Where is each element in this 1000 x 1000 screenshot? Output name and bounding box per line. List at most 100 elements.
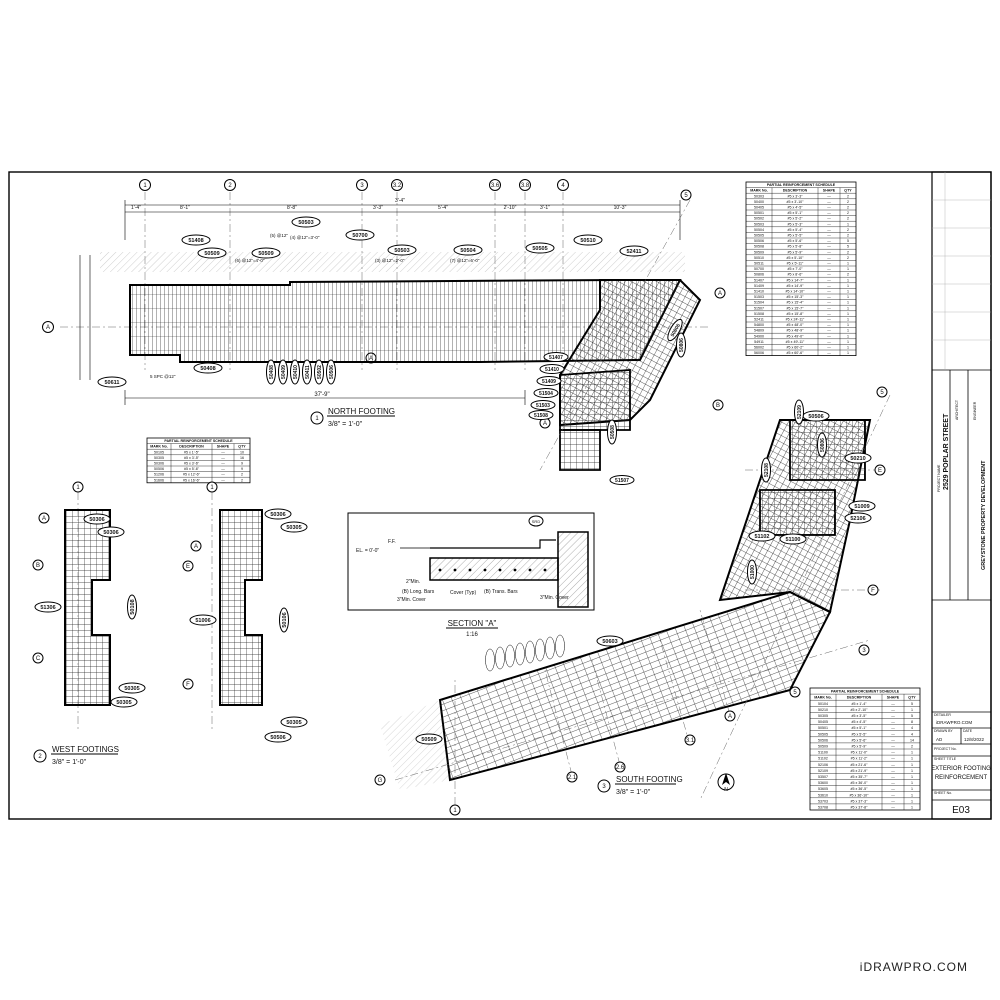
schedule-cell: 1	[847, 295, 849, 299]
svg-text:F.F.: F.F.	[388, 539, 396, 545]
north-arrow-icon: N	[717, 773, 735, 793]
schedule-cell: 1	[847, 329, 849, 333]
svg-text:50504: 50504	[460, 248, 476, 254]
schedule-cell: #5 x 5'-6"	[184, 467, 200, 471]
schedule-cell: #5 x 3'-5"	[852, 714, 868, 718]
schedule-cell: #5 x 21'-6"	[851, 763, 869, 767]
schedule-cell: —	[827, 262, 831, 266]
schedule-cell: —	[891, 793, 895, 797]
svg-text:50305: 50305	[286, 525, 301, 531]
svg-text:50108: 50108	[130, 599, 136, 614]
schedule-cell: 52106	[818, 763, 828, 767]
schedule-cell: 1	[847, 262, 849, 266]
svg-text:50806: 50806	[679, 338, 685, 352]
site-watermark: iDRAWPRO.COM	[859, 960, 968, 974]
schedule-cell: #5 x 5'-11"	[787, 262, 804, 266]
north-footing-plan: 1 2 3 3.2 3.6 3.8 4 A A 5 A B A 1'-4" 8'…	[42, 179, 726, 485]
schedule-cell: 2	[847, 228, 849, 232]
svg-text:3'-3": 3'-3"	[373, 205, 383, 211]
schedule-cell: #5 x 3'-6"	[184, 462, 200, 466]
svg-text:EXTERIOR FOOTING: EXTERIOR FOOTING	[931, 766, 991, 772]
svg-text:50503: 50503	[394, 248, 409, 254]
schedule-cell: 51410	[754, 290, 764, 294]
schedule-cell: #5 x 14'-7"	[787, 278, 805, 282]
schedule-cell: #5 x 4'-5"	[788, 206, 804, 210]
schedule-header: MARK No.	[750, 189, 768, 193]
schedule-cell: —	[827, 295, 831, 299]
schedule-cell: #5 x 36'-10"	[850, 793, 870, 797]
svg-text:3.8: 3.8	[521, 183, 530, 189]
west-footings-title: 2 WEST FOOTINGS 3/8" = 1'-0"	[33, 745, 119, 766]
svg-text:A: A	[42, 516, 46, 522]
svg-text:PROJECT No.: PROJECT No.	[934, 747, 957, 751]
schedule-cell: 2	[241, 478, 243, 482]
svg-text:SHEET No.: SHEET No.	[934, 791, 952, 795]
schedule-cell: #5 x 5'-2"	[788, 217, 804, 221]
north-footing-title: 1 NORTH FOOTING 3/8" = 1'-0"	[310, 407, 395, 428]
svg-text:51409: 51409	[542, 379, 556, 385]
schedule-cell: —	[827, 267, 831, 271]
svg-text:DETAILER: DETAILER	[934, 713, 951, 717]
svg-text:G: G	[378, 778, 383, 784]
schedule-cell: 50503	[754, 222, 764, 226]
svg-text:50408: 50408	[269, 365, 275, 379]
svg-text:SOUTH FOOTING: SOUTH FOOTING	[616, 775, 683, 784]
svg-text:PROJECT NAME: PROJECT NAME	[937, 464, 941, 492]
schedule-cell: 9	[241, 462, 243, 466]
schedule-cell: 1	[911, 763, 913, 767]
schedule-cell: —	[827, 334, 831, 338]
schedule-cell: 53600	[818, 781, 828, 785]
schedule-cell: 2	[911, 745, 913, 749]
schedule-cell: 5	[847, 239, 849, 243]
svg-text:A: A	[46, 325, 50, 331]
schedule-cell: —	[891, 702, 895, 706]
schedule-cell: 1	[847, 267, 849, 271]
schedule-cell: —	[891, 775, 895, 779]
schedule-header: MARK No.	[150, 445, 168, 449]
svg-text:8'-8": 8'-8"	[287, 205, 297, 211]
svg-text:A: A	[728, 714, 732, 720]
svg-text:ENGINEER: ENGINEER	[973, 401, 977, 420]
svg-text:50603: 50603	[602, 639, 617, 645]
schedule-cell: 2	[847, 211, 849, 215]
svg-text:51507: 51507	[615, 478, 629, 484]
svg-text:3/8" = 1'-0": 3/8" = 1'-0"	[328, 421, 363, 428]
svg-text:51006: 51006	[195, 618, 210, 624]
svg-text:1: 1	[143, 183, 147, 189]
schedule-cell: #5 x 5'-6"	[852, 738, 868, 742]
schedule-cell: —	[827, 228, 831, 232]
schedule-cell: 56002	[754, 346, 764, 350]
schedule-cell: 50509	[754, 250, 764, 254]
section-a-detail: F.F. EL. = 0'-0" (B) Long. Bars (B) Tran…	[347, 512, 595, 638]
svg-text:5 SPC @12": 5 SPC @12"	[150, 374, 176, 379]
schedule-cell: 1	[911, 769, 913, 773]
schedule-cell: 1	[847, 340, 849, 344]
schedule-cell: 1	[847, 346, 849, 350]
schedule-cell: 14	[910, 738, 914, 742]
svg-text:(B) Long. Bars: (B) Long. Bars	[402, 589, 435, 595]
schedule-cell: #5 x 15'-4"	[787, 301, 805, 305]
svg-text:F: F	[871, 588, 875, 594]
svg-text:2: 2	[38, 754, 42, 760]
schedule-cell: 51409	[754, 284, 764, 288]
schedule-cell: #5 x 5'-5"	[852, 732, 868, 736]
schedule-cell: 50700	[754, 267, 764, 271]
schedule-cell: 1	[911, 775, 913, 779]
svg-text:2'-10": 2'-10"	[504, 205, 517, 211]
svg-text:(6) @12"=4'-0": (6) @12"=4'-0"	[235, 258, 265, 263]
svg-text:3"Min. Cover: 3"Min. Cover	[540, 595, 569, 601]
schedule-cell: —	[891, 714, 895, 718]
svg-text:50305: 50305	[124, 686, 139, 692]
schedule-cell: —	[891, 745, 895, 749]
schedule-title: PARTIAL REINFORCEMENT SCHEDULE	[767, 183, 836, 187]
schedule-cell: 50506	[754, 239, 764, 243]
svg-text:3: 3	[862, 648, 866, 654]
schedule-cell: —	[891, 738, 895, 742]
svg-text:50506: 50506	[329, 365, 335, 379]
svg-text:50509: 50509	[421, 737, 436, 743]
svg-text:51102: 51102	[755, 534, 770, 540]
schedule-cell: 50303	[754, 194, 764, 198]
schedule-cell: 8	[911, 720, 913, 724]
svg-text:50503: 50503	[298, 220, 313, 226]
